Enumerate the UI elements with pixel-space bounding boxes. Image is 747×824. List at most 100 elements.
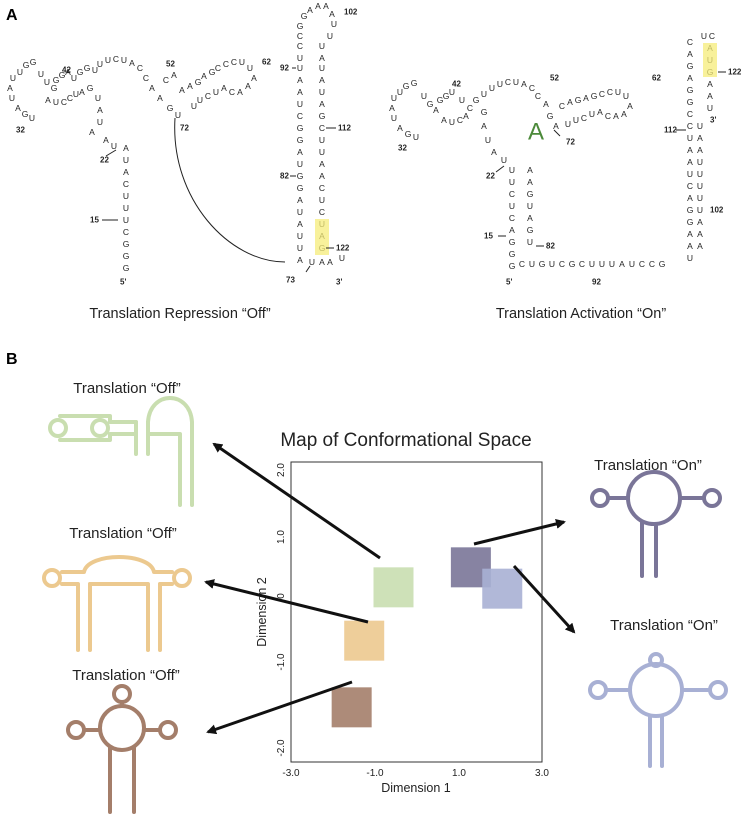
svg-text:U: U — [327, 31, 333, 41]
svg-text:U: U — [97, 117, 103, 127]
svg-text:G: G — [23, 60, 30, 70]
x-ticks: -3.0 -1.0 1.0 3.0 — [282, 768, 549, 779]
svg-text:U: U — [123, 191, 129, 201]
svg-text:U: U — [247, 63, 253, 73]
svg-text:92: 92 — [280, 64, 289, 73]
svg-text:A: A — [543, 99, 549, 109]
y-axis-label: Dimension 2 — [255, 577, 269, 647]
svg-text:U: U — [615, 87, 621, 97]
svg-text:G: G — [527, 225, 534, 235]
svg-text:C: C — [319, 207, 325, 217]
svg-text:C: C — [607, 87, 613, 97]
svg-text:U: U — [697, 121, 703, 131]
svg-text:C: C — [123, 227, 129, 237]
svg-text:73: 73 — [286, 276, 295, 285]
svg-text:A: A — [463, 111, 469, 121]
svg-text:C: C — [297, 41, 303, 51]
svg-text:U: U — [38, 69, 44, 79]
plot-frame — [290, 461, 543, 763]
svg-text:C: C — [67, 93, 73, 103]
svg-text:C: C — [231, 57, 237, 67]
svg-text:U: U — [449, 117, 455, 127]
map-title: Map of Conformational Space — [280, 430, 531, 451]
svg-text:U: U — [501, 155, 507, 165]
svg-text:G: G — [659, 259, 666, 269]
svg-text:G: G — [427, 99, 434, 109]
svg-text:C: C — [687, 121, 693, 131]
caption-repression-off: Translation Repression “Off” — [89, 306, 270, 322]
svg-text:G: G — [59, 70, 66, 80]
svg-text:A: A — [187, 81, 193, 91]
svg-text:A: A — [251, 73, 257, 83]
svg-text:U: U — [489, 83, 495, 93]
svg-text:G: G — [297, 171, 304, 181]
svg-text:U: U — [297, 159, 303, 169]
svg-text:U: U — [44, 77, 50, 87]
svg-text:G: G — [301, 11, 308, 21]
svg-text:G: G — [687, 61, 694, 71]
svg-text:C: C — [467, 103, 473, 113]
svg-text:C: C — [581, 113, 587, 123]
svg-text:-2.0: -2.0 — [276, 739, 287, 757]
svg-text:3': 3' — [336, 278, 342, 287]
svg-text:1.0: 1.0 — [452, 768, 466, 779]
svg-text:U: U — [589, 109, 595, 119]
svg-text:G: G — [437, 95, 444, 105]
svg-text:G: G — [569, 259, 576, 269]
svg-text:G: G — [411, 78, 418, 88]
svg-text:G: G — [405, 129, 412, 139]
svg-text:A: A — [319, 99, 325, 109]
svg-text:U: U — [319, 135, 325, 145]
svg-text:U: U — [297, 207, 303, 217]
svg-text:G: G — [297, 183, 304, 193]
svg-text:G: G — [509, 261, 516, 271]
svg-text:A: A — [7, 83, 13, 93]
svg-text:A: A — [171, 70, 177, 80]
svg-text:G: G — [87, 83, 94, 93]
svg-text:C: C — [163, 75, 169, 85]
svg-text:82: 82 — [280, 172, 289, 181]
svg-text:52: 52 — [166, 60, 175, 69]
arrow-to-off-orange — [204, 579, 369, 624]
svg-text:G: G — [687, 205, 694, 215]
svg-text:A: A — [397, 123, 403, 133]
svg-text:32: 32 — [16, 126, 25, 135]
svg-text:A: A — [583, 93, 589, 103]
svg-text:G: G — [319, 111, 326, 121]
svg-text:C: C — [509, 189, 515, 199]
svg-text:U: U — [629, 259, 635, 269]
svg-text:A: A — [389, 103, 395, 113]
svg-text:U: U — [92, 65, 98, 75]
svg-text:G: G — [209, 67, 216, 77]
svg-text:C: C — [123, 179, 129, 189]
panel-a-label: A — [6, 7, 18, 24]
svg-text:U: U — [10, 73, 16, 83]
svg-text:U: U — [565, 119, 571, 129]
svg-text:A: A — [297, 255, 303, 265]
label-on-lavender: Translation “On” — [610, 617, 718, 634]
svg-text:-3.0: -3.0 — [282, 768, 300, 779]
svg-text:15: 15 — [484, 232, 493, 241]
svg-text:0: 0 — [276, 593, 287, 599]
svg-text:C: C — [687, 109, 693, 119]
svg-text:A: A — [323, 1, 329, 11]
svg-text:U: U — [97, 59, 103, 69]
svg-text:-1.0: -1.0 — [276, 653, 287, 671]
svg-text:A: A — [315, 1, 321, 11]
svg-text:C: C — [709, 31, 715, 41]
svg-text:A: A — [491, 147, 497, 157]
svg-text:A: A — [687, 157, 693, 167]
svg-text:A: A — [687, 241, 693, 251]
svg-text:U: U — [449, 87, 455, 97]
svg-text:U: U — [297, 231, 303, 241]
svg-text:C: C — [639, 259, 645, 269]
cluster-off-orange — [344, 620, 385, 661]
svg-text:C: C — [519, 259, 525, 269]
svg-text:A: A — [97, 105, 103, 115]
svg-text:U: U — [53, 97, 59, 107]
svg-text:A: A — [329, 9, 335, 19]
arrows — [204, 442, 576, 735]
x-axis-label: Dimension 1 — [381, 781, 451, 795]
svg-text:U: U — [331, 19, 337, 29]
